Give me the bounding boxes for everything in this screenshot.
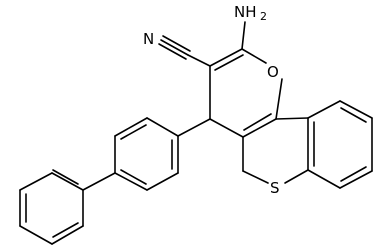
- thiopyran-ring: [242, 117, 309, 184]
- c10b-c4a-double-inner: [243, 113, 272, 131]
- c10b-c4a-bond: [242, 118, 277, 138]
- benz-b-double-inner: [340, 107, 367, 123]
- benz-d-bond: [339, 170, 373, 189]
- pyran-ring: [209, 21, 283, 138]
- c10a-c10b-bond: [275, 117, 309, 120]
- c4-aryl-bond: [177, 118, 211, 137]
- ring1-b: [114, 117, 148, 137]
- ring2-a: [51, 172, 84, 191]
- benz-b-bond: [339, 100, 373, 119]
- amine-subscript-label: 2: [260, 10, 267, 23]
- ring2-a-inner: [52, 169, 79, 185]
- c3-c2-bond: [209, 48, 243, 67]
- ring-sulfur-label: S: [270, 179, 280, 197]
- benz-d-double-inner: [340, 166, 367, 182]
- fused-benzene-ring: [307, 100, 373, 189]
- c3-c2-double-inner: [214, 54, 244, 71]
- c2-nh2-bond: [241, 21, 246, 50]
- ring2-b: [19, 172, 53, 191]
- o-c10b-bond: [275, 78, 283, 120]
- ring2-d: [19, 225, 53, 245]
- nitrile-n-label: N: [143, 30, 154, 48]
- benz-e-bond: [307, 169, 341, 189]
- ring2-e: [51, 225, 84, 245]
- biphenyl-substituent: [19, 117, 211, 245]
- benz-a-bond: [307, 100, 341, 119]
- nitrile-triple-bond-b: [158, 43, 187, 60]
- ring2-e-inner: [52, 222, 79, 238]
- ring-oxygen-label: O: [267, 63, 279, 81]
- ring1-a: [146, 117, 179, 137]
- nitrile-triple-bond-a: [160, 39, 189, 56]
- biaryl-bond: [82, 172, 116, 191]
- c2-o-bond: [241, 48, 267, 64]
- ring1-e: [146, 172, 179, 191]
- c5-s-bond: [242, 170, 269, 184]
- nitrile-triple-bond-c: [162, 35, 191, 52]
- ring1-b-inner: [120, 124, 147, 140]
- nitrile-c-to-ring-bond: [187, 54, 211, 67]
- ring1-d-inner: [120, 169, 147, 185]
- ring1-d: [114, 172, 148, 191]
- c4a-c4-bond: [209, 118, 244, 138]
- s-c6a-bond: [284, 169, 309, 184]
- amine-nh-label: NH: [234, 3, 257, 21]
- nitrile-group: [158, 35, 211, 67]
